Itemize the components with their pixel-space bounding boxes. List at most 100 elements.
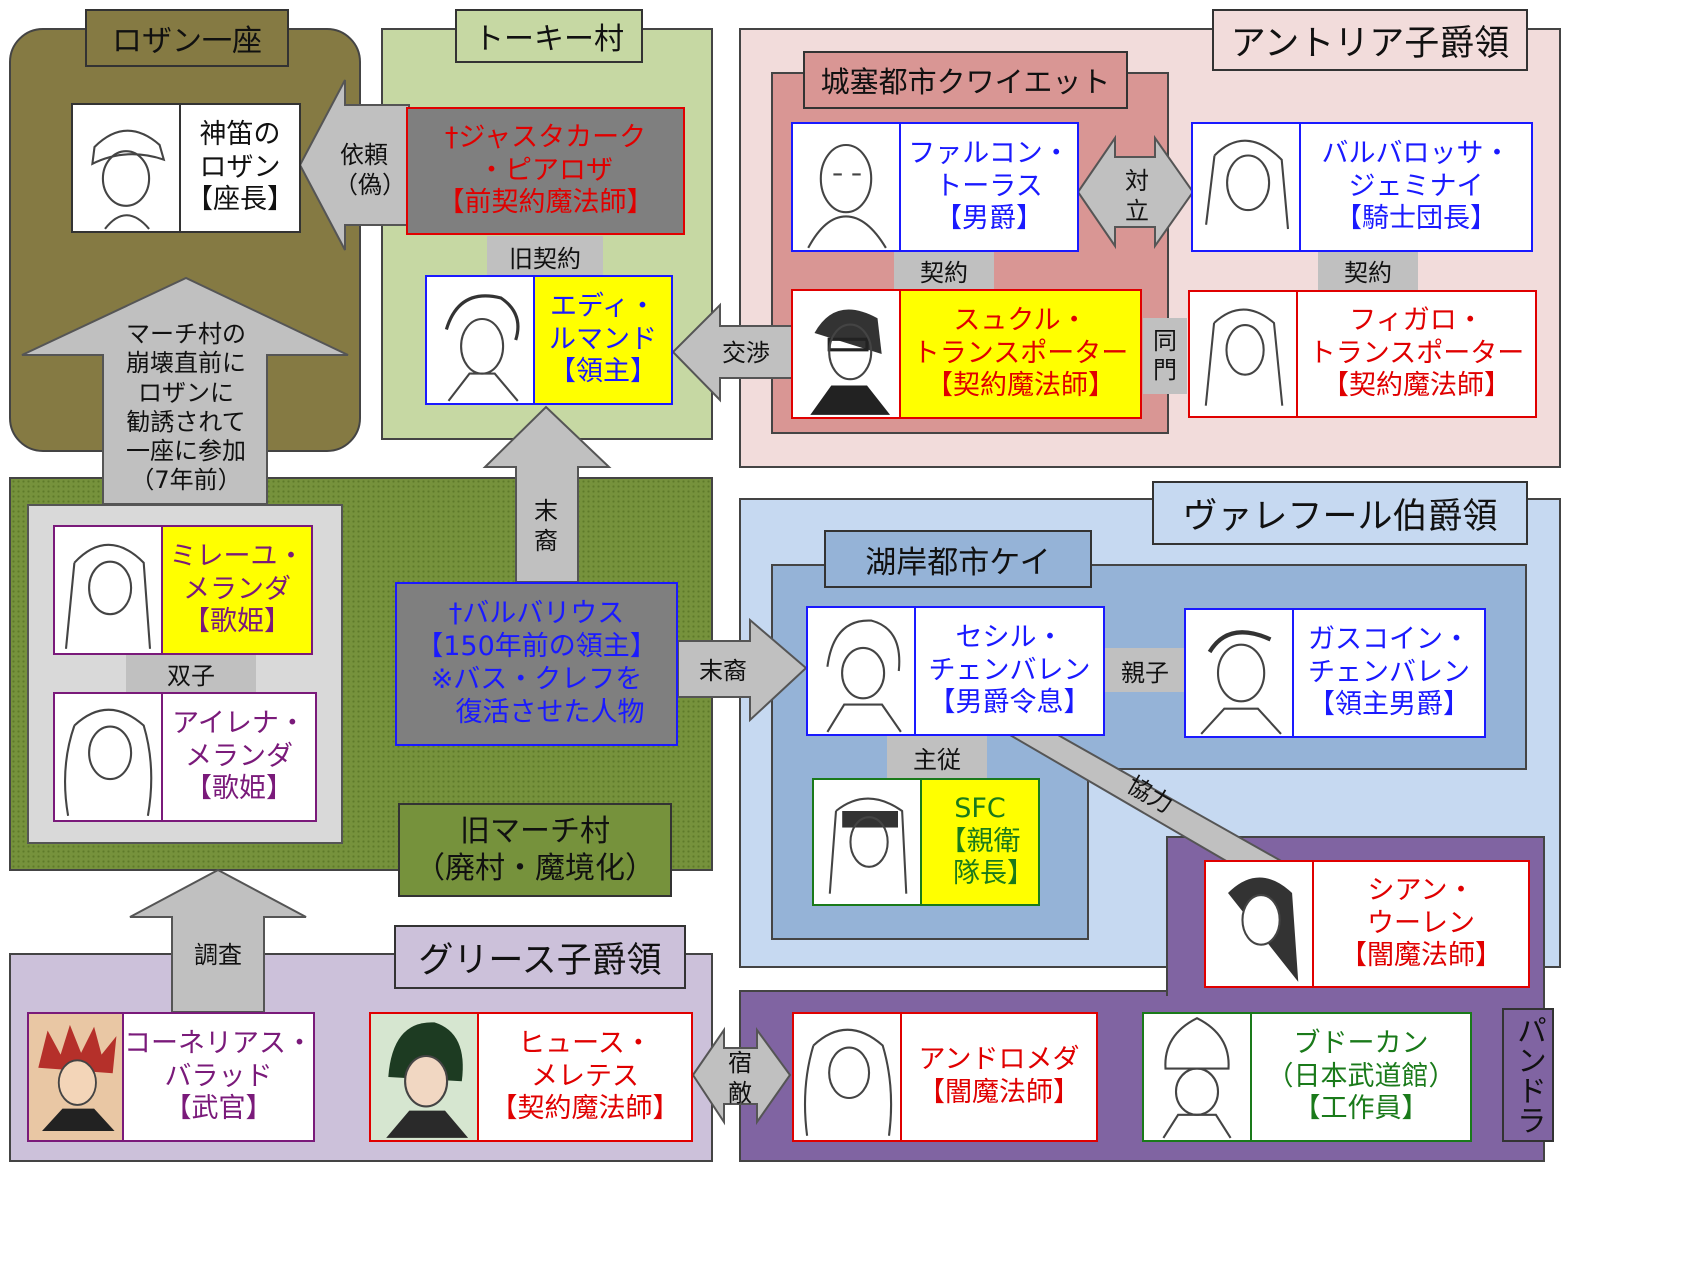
card-cornelius-line-1: コーネリアス・ — [124, 1027, 313, 1059]
card-jasta-line-1: †ジャスタカーク — [444, 121, 647, 153]
portrait-airena — [55, 694, 163, 820]
card-andromeda[interactable]: アンドロメダ【闇魔法師】 — [792, 1012, 1098, 1142]
card-sfc-line-2: 【親衛 — [939, 825, 1021, 857]
card-andromeda-line-1: アンドロメダ — [918, 1044, 1080, 1076]
card-budokan-line-2: （日本武道館） — [1266, 1060, 1456, 1092]
card-gascoyne-line-1: ガスコイン・ — [1308, 623, 1470, 655]
card-shian-line-1: シアン・ — [1367, 874, 1475, 906]
title-varefur: ヴァレフール伯爵領 — [1152, 481, 1528, 545]
card-figaro-line-3: 【契約魔法師】 — [1322, 370, 1511, 402]
relation-keiyaku-2: 契約 — [1318, 250, 1418, 290]
card-barbarossa[interactable]: バルバロッサ・ジェミナイ【騎士団長】 — [1191, 122, 1533, 252]
title-toki: トーキー村 — [455, 9, 643, 63]
card-falcon[interactable]: ファルコン・トーラス【男爵】 — [791, 122, 1079, 252]
card-cornelius[interactable]: コーネリアス・バラッド【武官】 — [27, 1012, 315, 1142]
title-pandora: パンドラ — [1502, 1008, 1554, 1142]
relation-oyako: 親子 — [1104, 648, 1186, 692]
portrait-budokan — [1144, 1014, 1252, 1140]
portrait-hughes — [371, 1014, 479, 1140]
portrait-shian — [1206, 862, 1314, 986]
card-rozan-line-1: 神笛の — [199, 118, 281, 150]
card-sukuru-line-1: スュクル・ — [953, 304, 1088, 336]
card-barbarossa-line-1: バルバロッサ・ — [1321, 137, 1511, 169]
card-rozan[interactable]: 神笛のロザン【座長】 — [71, 103, 301, 233]
card-eddie[interactable]: エディ・ルマンド【領主】 — [425, 275, 673, 405]
card-gascoyne-line-2: チェンバレン — [1308, 656, 1470, 688]
card-budokan-line-3: 【工作員】 — [1293, 1093, 1429, 1125]
card-barbarius[interactable]: †バルバリウス【150年前の領主】※バス・クレフを 復活させた人物 — [395, 582, 678, 746]
title-march-line-1: 旧マーチ村 — [460, 813, 610, 849]
card-jasta-line-2: ・ピアロザ — [478, 154, 613, 186]
portrait-barbarossa — [1193, 124, 1301, 250]
card-barbarius-line-2: 【150年前の領主】 — [416, 631, 657, 663]
title-quiet: 城塞都市クワイエット — [803, 51, 1128, 109]
relation-matsuei-right: 末裔 — [699, 657, 747, 685]
portrait-gascoyne — [1186, 610, 1294, 736]
card-gascoyne[interactable]: ガスコイン・チェンバレン【領主男爵】 — [1184, 608, 1486, 738]
card-shian-line-3: 【闇魔法師】 — [1340, 940, 1502, 972]
portrait-figaro — [1190, 292, 1298, 416]
card-shian-line-2: ウーレン — [1367, 907, 1475, 939]
card-cecil-line-1: セシル・ — [955, 621, 1064, 653]
card-mireyu[interactable]: ミレーユ・メランダ【歌姫】 — [53, 525, 313, 655]
arrow-chousa — [129, 868, 307, 1013]
relation-shukuteki: 宿 敵 — [728, 1049, 752, 1107]
relation-chousa: 調査 — [194, 941, 242, 969]
relation-old-contract: 旧契約 — [487, 236, 603, 276]
card-eddie-line-3: 【領主】 — [549, 356, 657, 388]
portrait-eddie — [427, 277, 535, 403]
card-barbarius-line-3: ※バス・クレフを — [430, 664, 643, 695]
card-sukuru[interactable]: スュクル・トランスポーター【契約魔法師】 — [791, 289, 1142, 419]
card-budokan-line-1: ブドーカン — [1293, 1027, 1429, 1059]
card-hughes[interactable]: ヒュース・メレテス【契約魔法師】 — [369, 1012, 693, 1142]
title-gries: グリース子爵領 — [394, 925, 686, 989]
card-cornelius-line-3: 【武官】 — [164, 1093, 273, 1125]
card-sfc-line-3: 隊長】 — [926, 858, 1034, 890]
title-antoria: アントリア子爵領 — [1212, 9, 1528, 71]
portrait-andromeda — [794, 1014, 902, 1140]
card-barbarossa-line-2: ジェミナイ — [1348, 170, 1484, 202]
title-rozan: ロザン一座 — [85, 9, 289, 67]
relation-shujuu: 主従 — [887, 736, 987, 778]
card-hughes-line-2: メレテス — [531, 1060, 639, 1092]
card-hughes-line-3: 【契約魔法師】 — [490, 1093, 680, 1125]
portrait-mireyu — [55, 527, 163, 653]
card-cornelius-line-2: バラッド — [164, 1060, 273, 1092]
card-airena[interactable]: アイレナ・メランダ【歌姫】 — [53, 692, 317, 822]
card-jasta-line-3: 【前契約魔法師】 — [437, 187, 654, 219]
arrow-march — [21, 276, 349, 505]
card-eddie-line-1: エディ・ — [549, 290, 657, 322]
card-barbarossa-line-3: 【騎士団長】 — [1335, 203, 1497, 235]
title-march: 旧マーチ村 （廃村・魔境化） — [398, 803, 672, 897]
card-sfc-line-1: SFC — [954, 792, 1006, 824]
card-airena-line-3: 【歌姫】 — [185, 773, 293, 805]
card-figaro[interactable]: フィガロ・トランスポーター【契約魔法師】 — [1188, 290, 1537, 418]
card-hughes-line-1: ヒュース・ — [518, 1027, 652, 1059]
card-andromeda-line-2: 【闇魔法師】 — [918, 1077, 1080, 1108]
card-cecil[interactable]: セシル・チェンバレン【男爵令息】 — [806, 606, 1105, 736]
relation-koushou: 交渉 — [722, 339, 770, 367]
relation-doumon: 同 門 — [1143, 318, 1187, 394]
card-airena-line-2: メランダ — [185, 740, 293, 772]
card-budokan[interactable]: ブドーカン（日本武道館）【工作員】 — [1142, 1012, 1472, 1142]
relation-matsuei-up: 末 裔 — [534, 497, 558, 555]
portrait-rozan — [73, 105, 181, 231]
card-cecil-line-3: 【男爵令息】 — [928, 687, 1091, 719]
card-jasta[interactable]: †ジャスタカーク・ピアロザ【前契約魔法師】 — [406, 107, 685, 235]
title-kei: 湖岸都市ケイ — [824, 530, 1092, 588]
relation-march: マーチ村の 崩壊直前に ロザンに 勧誘されて 一座に参加 （7年前） — [126, 320, 246, 495]
portrait-cecil — [808, 608, 916, 734]
card-gascoyne-line-3: 【領主男爵】 — [1308, 689, 1470, 721]
card-shian[interactable]: シアン・ウーレン【闇魔法師】 — [1204, 860, 1530, 988]
arrow-matsuei-right — [677, 617, 808, 723]
arrow-shukuteki — [691, 1026, 792, 1126]
arrow-matsuei-up — [482, 405, 612, 583]
card-falcon-line-1: ファルコン・ — [908, 137, 1070, 169]
card-mireyu-line-3: 【歌姫】 — [183, 606, 291, 638]
card-sukuru-line-2: トランスポーター — [912, 337, 1129, 369]
card-figaro-line-1: フィガロ・ — [1349, 304, 1484, 336]
card-rozan-line-2: ロザン — [199, 151, 281, 183]
card-mireyu-line-2: メランダ — [183, 573, 291, 605]
card-sfc[interactable]: SFC【親衛 隊長】 — [812, 778, 1040, 906]
